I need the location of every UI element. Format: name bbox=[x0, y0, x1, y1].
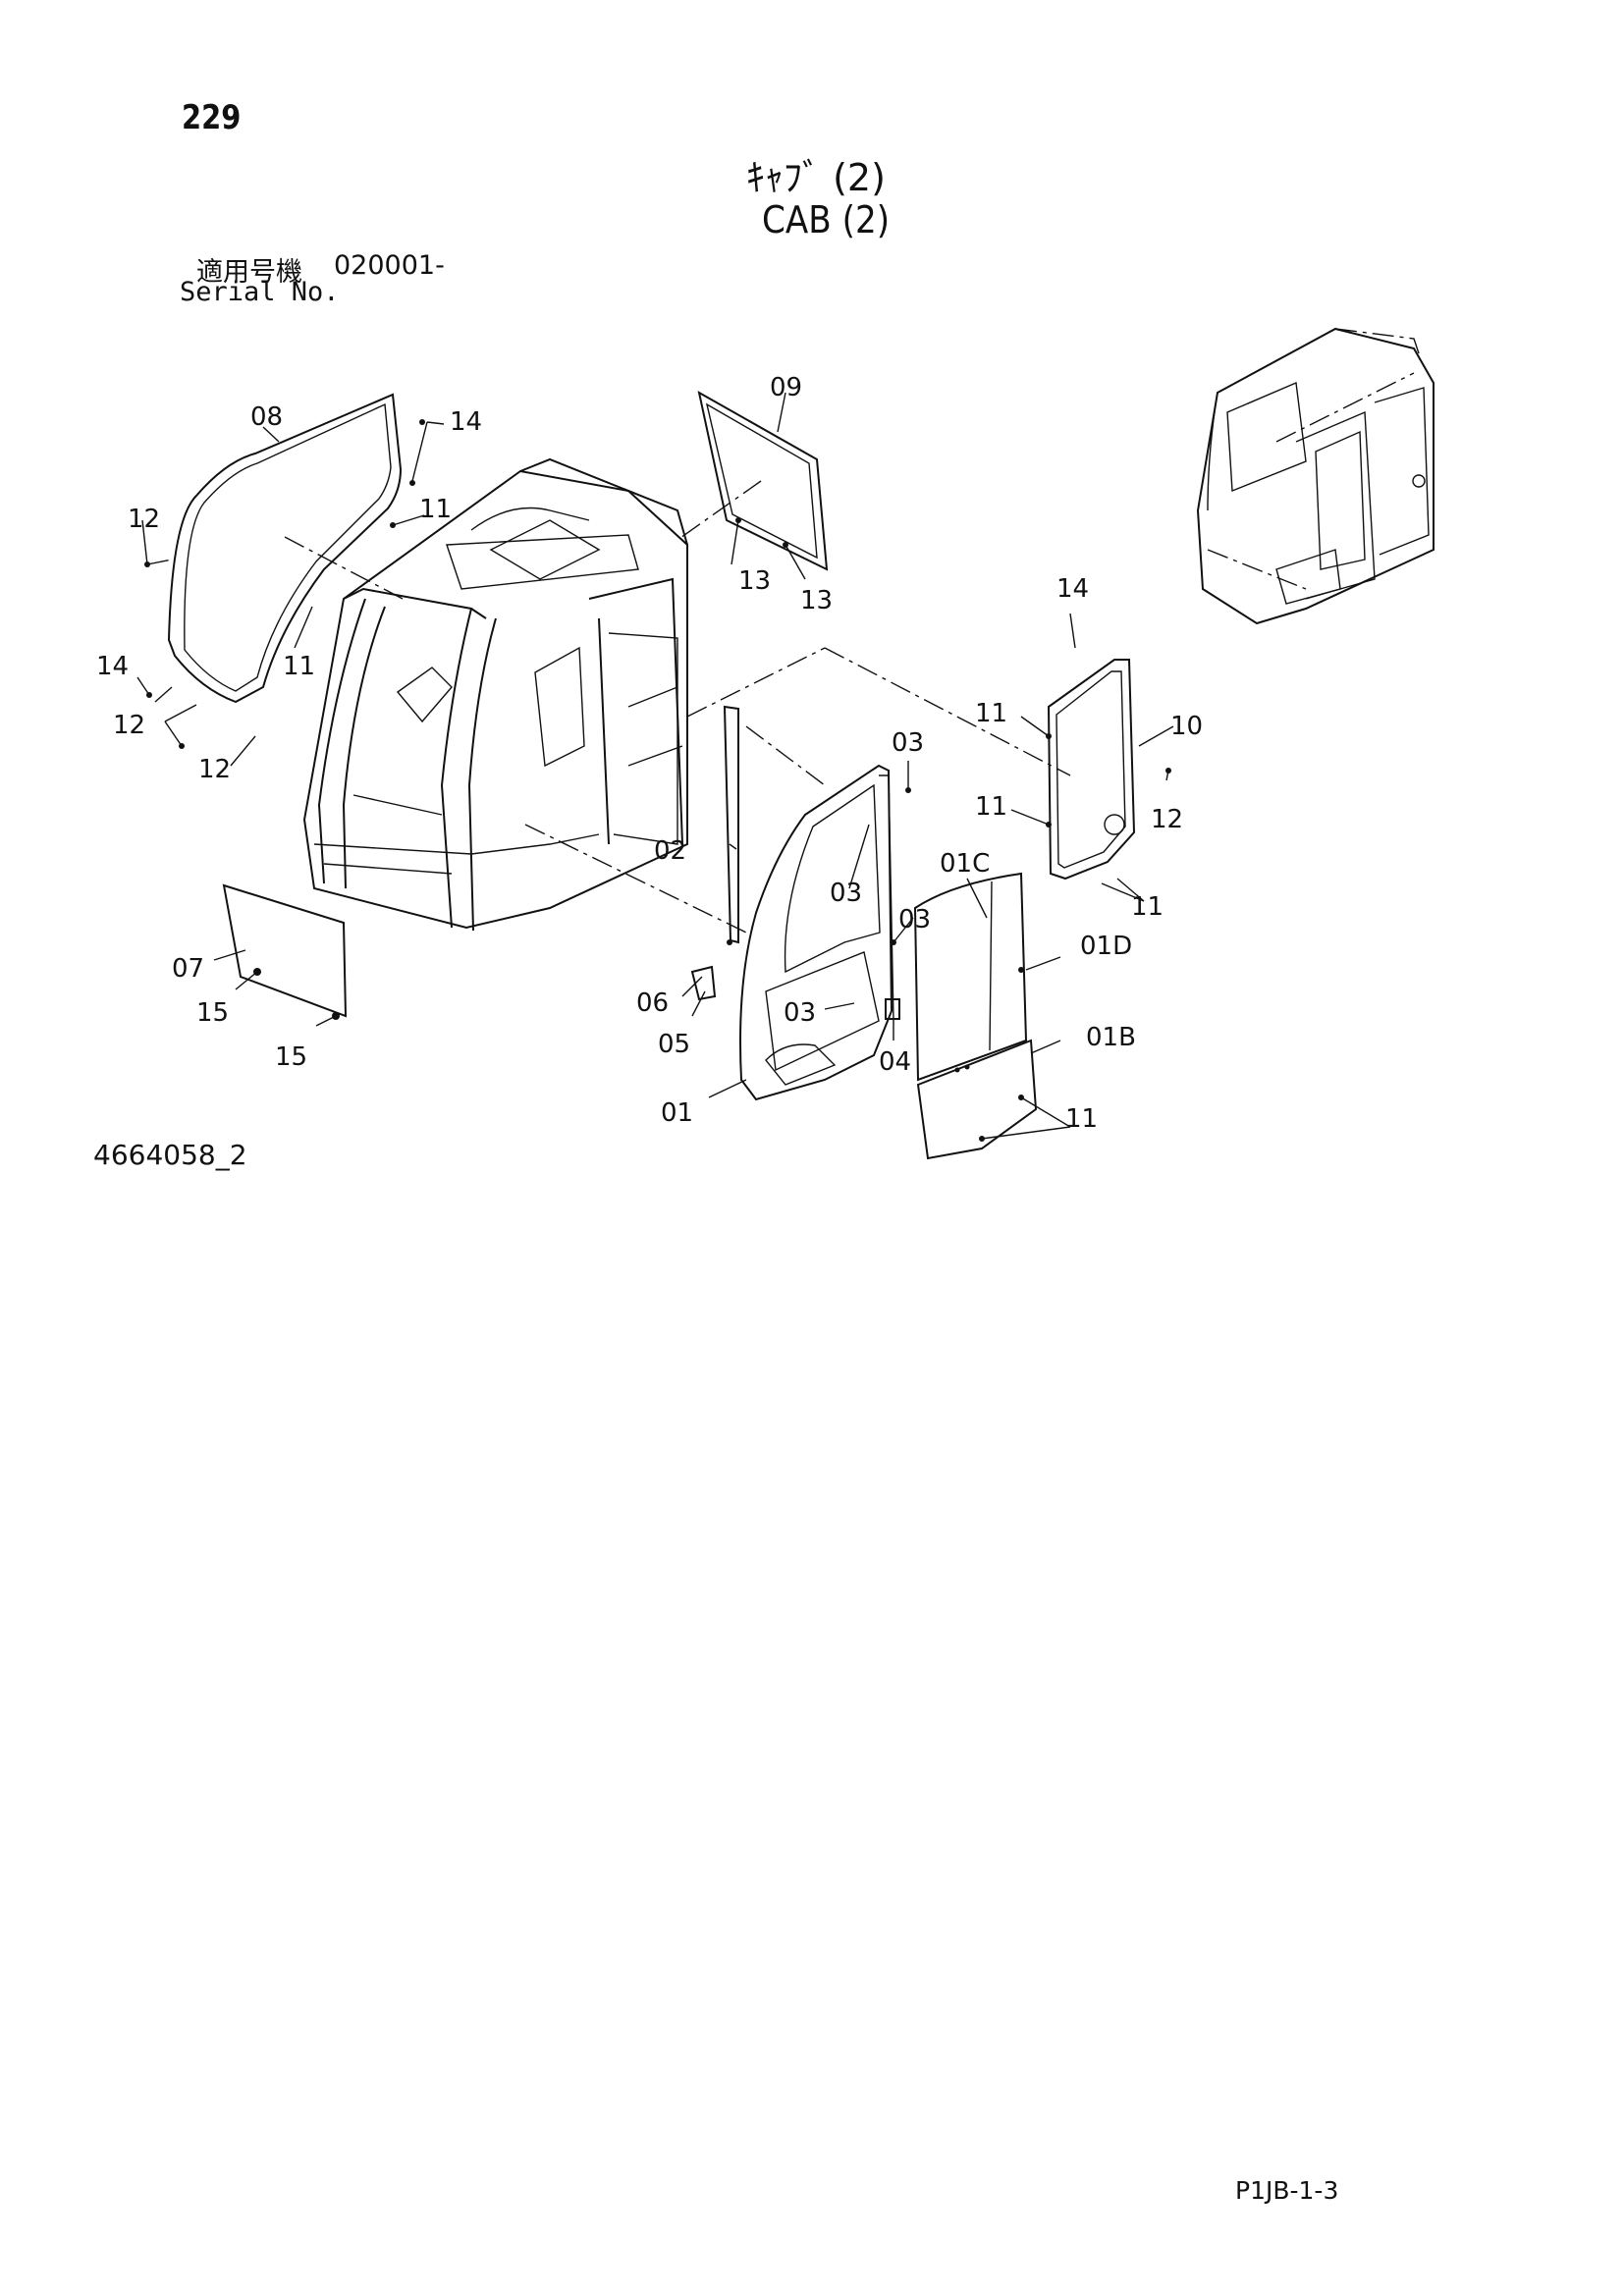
leader-lines bbox=[136, 392, 1174, 1140]
serial-label-japanese: 適用号機 bbox=[196, 257, 302, 288]
callout-02: 02 bbox=[654, 836, 686, 866]
callout-09: 09 bbox=[770, 373, 802, 402]
callout-15: 15 bbox=[275, 1042, 307, 1072]
callout-01: 01 bbox=[661, 1098, 693, 1128]
fastener-points bbox=[144, 419, 1171, 1142]
callout-07: 07 bbox=[172, 954, 204, 984]
callout-14: 14 bbox=[1056, 574, 1089, 604]
part-door-glass-01B bbox=[916, 1039, 1038, 1160]
callout-03: 03 bbox=[898, 905, 931, 934]
drawing-number: 4664058_2 bbox=[93, 1139, 247, 1171]
callout-labels: 08 14 12 11 11 14 12 12 09 13 13 14 11 1… bbox=[96, 373, 1203, 1134]
part-door-seal-02 bbox=[723, 705, 739, 944]
callout-03: 03 bbox=[784, 998, 816, 1028]
part-windshield-08 bbox=[167, 393, 403, 704]
callout-12: 12 bbox=[113, 711, 145, 740]
serial-value: 020001- bbox=[334, 250, 445, 281]
title-japanese: ｷｬﾌﾞ (2) bbox=[746, 156, 886, 199]
serial-label-english: Serial No. bbox=[180, 277, 340, 307]
callout-03: 03 bbox=[892, 728, 924, 758]
callout-12: 12 bbox=[128, 505, 160, 534]
title-english: CAB (2) bbox=[762, 198, 891, 241]
callout-11: 11 bbox=[1065, 1104, 1098, 1134]
reference-cab-thumbnail bbox=[1196, 327, 1435, 625]
callout-01D: 01D bbox=[1080, 932, 1132, 961]
part-cab-frame bbox=[302, 457, 688, 932]
callout-14: 14 bbox=[96, 652, 129, 681]
page-code: P1JB-1-3 bbox=[1235, 2176, 1339, 2205]
part-hinge-05-06 bbox=[690, 965, 717, 1001]
part-door-glass-01C-01D bbox=[913, 872, 1028, 1082]
callout-13: 13 bbox=[800, 586, 833, 615]
part-side-window-10 bbox=[1047, 659, 1136, 881]
callout-10: 10 bbox=[1170, 712, 1203, 741]
callout-03: 03 bbox=[830, 879, 862, 908]
callout-12: 12 bbox=[198, 755, 231, 784]
callout-11: 11 bbox=[1131, 892, 1164, 922]
callout-11: 11 bbox=[975, 699, 1007, 728]
callout-11: 11 bbox=[283, 652, 315, 681]
part-roof-glass-09 bbox=[697, 391, 829, 571]
callout-01B: 01B bbox=[1086, 1023, 1136, 1052]
callout-01C: 01C bbox=[940, 849, 990, 879]
part-door-assembly-01 bbox=[739, 764, 894, 1101]
callout-06: 06 bbox=[636, 988, 669, 1018]
callout-08: 08 bbox=[250, 402, 283, 432]
callout-15: 15 bbox=[196, 998, 229, 1028]
callout-11: 11 bbox=[419, 495, 452, 524]
callout-05: 05 bbox=[658, 1030, 690, 1059]
callout-14: 14 bbox=[450, 407, 482, 437]
part-lower-panel-07 bbox=[222, 883, 348, 1018]
part-04 bbox=[885, 998, 900, 1020]
callout-11: 11 bbox=[975, 792, 1007, 822]
callout-13: 13 bbox=[738, 566, 771, 596]
callout-04: 04 bbox=[879, 1047, 911, 1077]
page-number: 229 bbox=[182, 98, 242, 137]
callout-12: 12 bbox=[1151, 805, 1183, 834]
